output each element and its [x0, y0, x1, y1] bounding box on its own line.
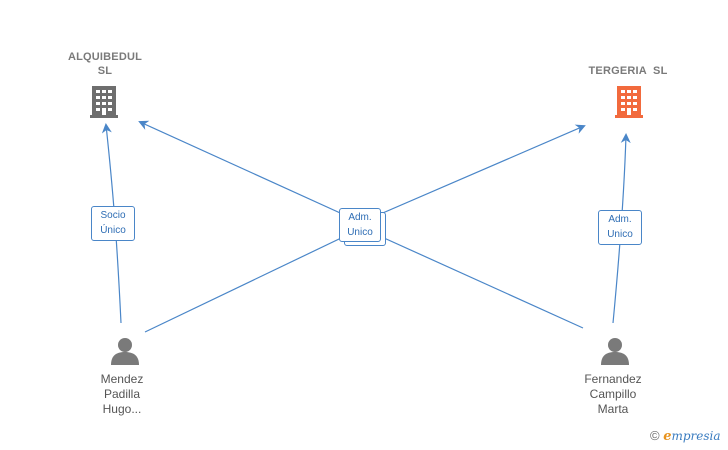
building-icon[interactable] — [615, 86, 643, 118]
building-icon[interactable] — [90, 86, 118, 118]
person-name-line: Fernandez — [584, 372, 642, 386]
person-icon[interactable] — [111, 338, 139, 365]
company-name-tergeria[interactable]: TERGERIA SL — [573, 64, 683, 78]
person-name-line: Marta — [597, 402, 629, 416]
relation-label-adm-unico-center: Adm. Unico — [339, 208, 381, 242]
company-name-line: SL — [97, 65, 113, 77]
person-name-line: Hugo... — [102, 402, 142, 416]
relation-label-socio-unico: Socio Único — [91, 206, 135, 241]
edge-center-to-alquibedul — [138, 120, 361, 223]
person-name-line: Campillo — [589, 387, 637, 401]
person-name-line: Padilla — [103, 387, 141, 401]
relation-label-adm-unico-right: Adm. Unico — [598, 210, 642, 245]
edge-center-to-tergeria — [361, 124, 586, 223]
company-name-alquibedul[interactable]: ALQUIBEDUL SL — [60, 50, 150, 78]
copyright-icon: © — [650, 428, 660, 443]
relation-label-line: Socio — [100, 210, 126, 221]
person-icon[interactable] — [601, 338, 629, 365]
brand-e-letter: e — [663, 429, 672, 444]
relation-label-line: Unico — [347, 227, 373, 238]
brand-logo[interactable]: © empresia — [650, 428, 721, 444]
brand-name: mpresia — [671, 429, 721, 443]
company-name-line: ALQUIBEDUL — [67, 51, 143, 63]
person-name-line: Mendez — [100, 372, 144, 386]
company-name-line: TERGERIA SL — [588, 65, 668, 77]
relation-label-line: Único — [100, 225, 126, 236]
relation-label-line: Adm. — [348, 212, 372, 223]
relation-label-line: Unico — [607, 229, 633, 240]
person-name-fernandez[interactable]: Fernandez Campillo Marta — [570, 372, 656, 417]
edge-mendez-to-center — [144, 227, 363, 333]
relation-label-line: Adm. — [608, 214, 632, 225]
edge-fernandez-to-center — [361, 227, 584, 329]
person-name-mendez[interactable]: Mendez Padilla Hugo... — [82, 372, 162, 417]
